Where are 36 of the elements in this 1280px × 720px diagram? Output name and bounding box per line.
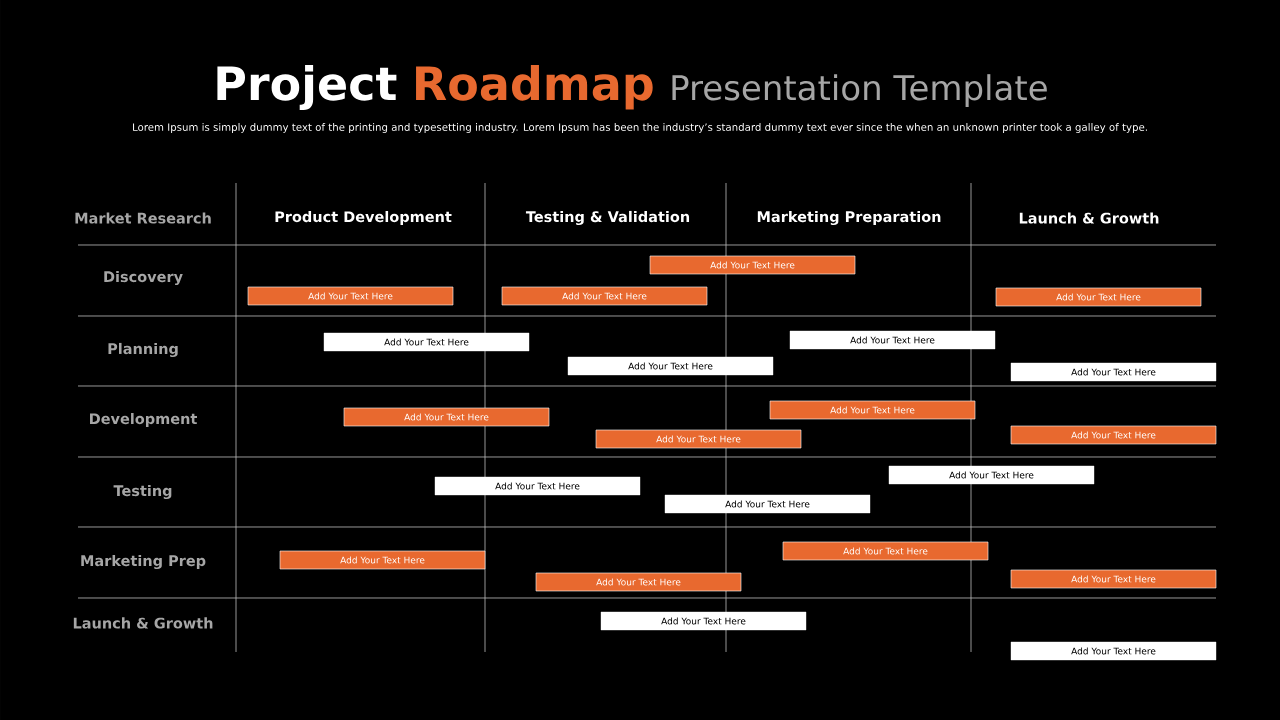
task-bar: Add Your Text Here	[279, 550, 486, 570]
task-bar: Add Your Text Here	[323, 332, 530, 352]
task-bar: Add Your Text Here	[535, 572, 742, 592]
description: Lorem Ipsum is simply dummy text of the printing and typesetting industry. Lorem Ipsum has been the industry’s standard dummy text ever since the when an unknown printer took a galley of type.	[133, 123, 1147, 133]
task-bar: Add Your Text Here	[1010, 425, 1217, 445]
task-bar: Add Your Text Here	[595, 429, 802, 449]
task-bar: Add Your Text Here	[247, 286, 454, 306]
task-bar: Add Your Text Here	[1010, 641, 1217, 661]
task-bar: Add Your Text Here	[501, 286, 708, 306]
title: Project	[217, 65, 397, 110]
task-bar: Add Your Text Here	[888, 465, 1095, 485]
column-header: Launch & Growth	[1019, 212, 1159, 224]
task-bar: Add Your Text Here	[782, 541, 989, 561]
task-bar: Add Your Text Here	[343, 407, 550, 427]
task-bar: Add Your Text Here	[789, 330, 996, 350]
task-bar: Add Your Text Here	[649, 255, 856, 275]
column-header: Marketing Preparation	[757, 210, 941, 226]
column-header: Product Development	[275, 210, 452, 225]
column-header: Market Research	[75, 212, 211, 224]
task-bar: Add Your Text Here	[1010, 569, 1217, 589]
row-header: Discovery	[104, 270, 183, 286]
task-bar: Add Your Text Here	[769, 400, 976, 420]
row-header: Launch & Growth	[73, 617, 213, 629]
subtitle: Presentation Template	[672, 74, 1047, 108]
task-bar: Add Your Text Here	[995, 287, 1202, 307]
task-bar: Add Your Text Here	[1010, 362, 1217, 382]
task-bar: Add Your Text Here	[567, 356, 774, 376]
row-header: Development	[90, 412, 197, 427]
task-bar: Add Your Text Here	[664, 494, 871, 514]
title: Roadmap	[416, 65, 653, 110]
row-header: Planning	[108, 342, 178, 358]
row-header: Testing	[113, 484, 172, 500]
task-bar: Add Your Text Here	[600, 611, 807, 631]
column-header: Testing & Validation	[525, 210, 690, 226]
task-bar: Add Your Text Here	[434, 476, 641, 496]
row-header: Marketing Prep	[81, 554, 206, 570]
